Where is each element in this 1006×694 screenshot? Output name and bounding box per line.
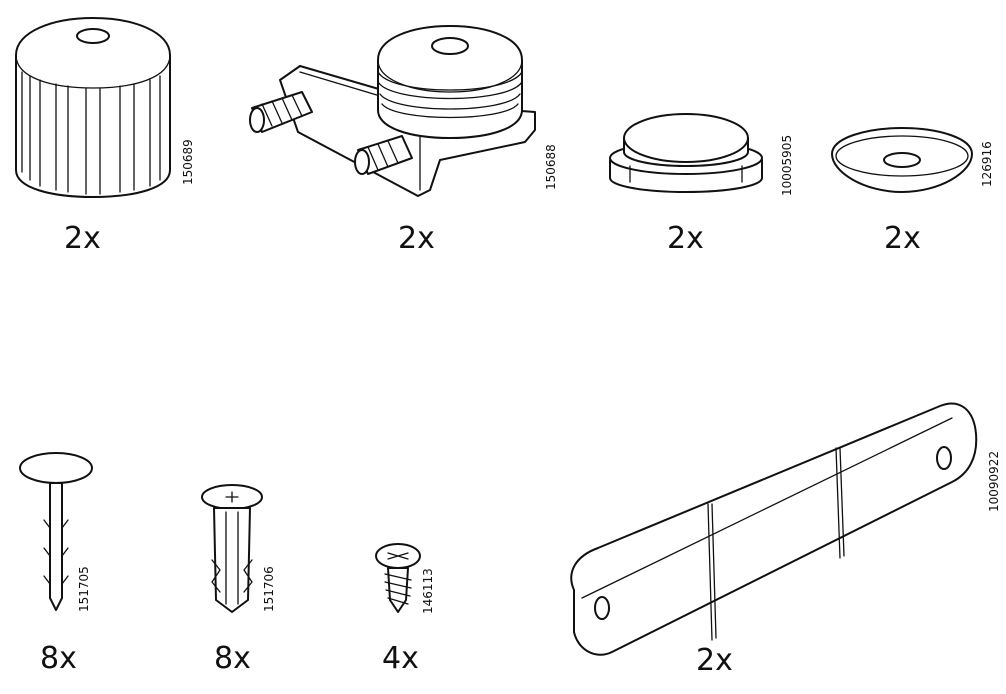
part-126916: 126916 2x (831, 127, 994, 256)
nail-plug-icon (19, 452, 93, 611)
part-code: 10090922 (987, 451, 1001, 512)
part-10005905: 10005905 2x (609, 113, 794, 256)
part-code: 150689 (181, 139, 195, 185)
part-quantity: 8x (40, 641, 77, 676)
part-quantity: 2x (398, 221, 435, 256)
part-code: 150688 (544, 144, 558, 190)
part-150689: 150689 2x (15, 17, 195, 256)
knurled-cap-foot-icon (15, 17, 171, 198)
part-quantity: 2x (64, 221, 101, 256)
connector-plate-icon (570, 402, 978, 656)
part-quantity: 2x (696, 643, 733, 678)
part-code: 126916 (980, 141, 994, 187)
part-code: 146113 (421, 568, 435, 614)
part-quantity: 2x (667, 221, 704, 256)
wall-plug-icon (201, 484, 263, 613)
part-code: 151705 (77, 566, 91, 612)
screw-icon (375, 543, 421, 613)
part-10090922: 10090922 2x (570, 402, 1001, 678)
dish-washer-icon (831, 127, 973, 193)
round-cap-icon (609, 113, 763, 193)
part-quantity: 8x (214, 641, 251, 676)
part-150688: 150688 2x (249, 25, 558, 256)
part-151706: 151706 8x (201, 484, 276, 676)
part-146113: 146113 4x (375, 543, 435, 676)
part-151705: 151705 8x (19, 452, 93, 676)
part-quantity: 2x (884, 221, 921, 256)
part-quantity: 4x (382, 641, 419, 676)
part-code: 151706 (262, 566, 276, 612)
adjustable-foot-bracket-icon (249, 25, 536, 197)
part-code: 10005905 (780, 135, 794, 196)
